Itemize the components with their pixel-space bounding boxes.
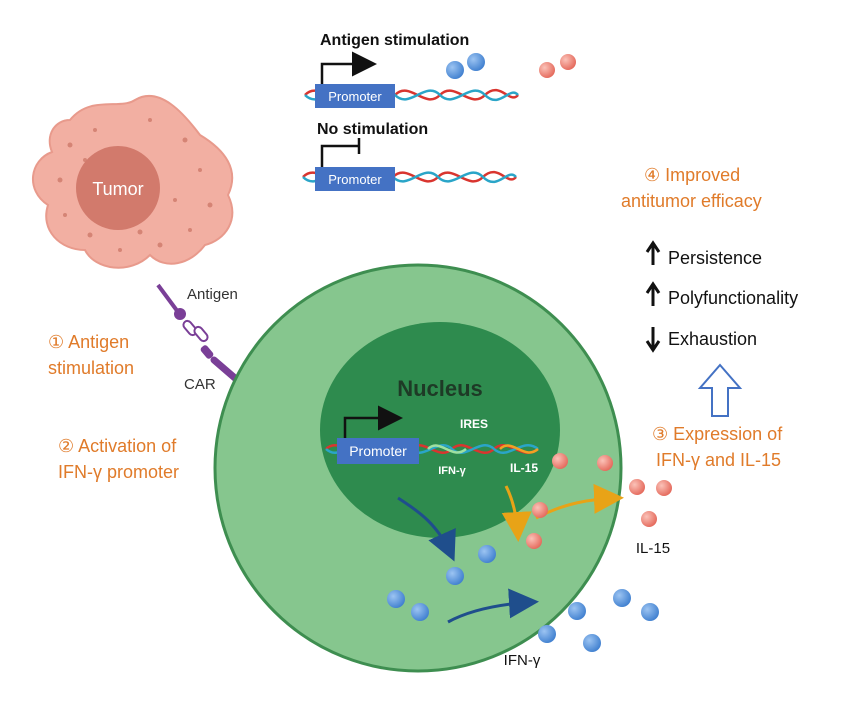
nucleus-ifn-label: IFN-γ — [438, 465, 466, 477]
svg-text:Persistence: Persistence — [668, 248, 762, 268]
svg-text:Exhaustion: Exhaustion — [668, 329, 757, 349]
svg-text:antitumor efficacy: antitumor efficacy — [621, 191, 762, 211]
svg-text:④ Improved: ④ Improved — [644, 165, 740, 185]
il15-ball-top-2 — [560, 54, 576, 70]
svg-text:① Antigen: ① Antigen — [48, 332, 129, 352]
promoter-label-top: Promoter — [328, 89, 382, 104]
blocked-promoter-arrow — [320, 144, 359, 170]
il15-ball-top-1 — [539, 62, 555, 78]
svg-text:③ Expression of: ③ Expression of — [652, 424, 783, 444]
nucleus-il15-label: IL-15 — [510, 461, 538, 475]
ifn-secretion-arrow — [447, 588, 539, 624]
svg-text:② Activation of: ② Activation of — [58, 436, 177, 456]
arrow-up-icon — [645, 240, 661, 265]
outcomes-list: Persistence Polyfunctionality Exhaustion — [645, 240, 798, 353]
nucleus-promoter-box — [337, 438, 419, 464]
promoter-box-top — [315, 84, 395, 108]
promoter-label-bottom: Promoter — [328, 172, 382, 187]
il15-balls — [526, 453, 672, 549]
svg-text:Polyfunctionality: Polyfunctionality — [668, 288, 798, 308]
antigen-stalk — [156, 283, 180, 314]
step-4-label: ④ Improved antitumor efficacy — [621, 165, 762, 211]
outcome-exhaustion: Exhaustion — [645, 327, 757, 353]
ifn-balls — [387, 545, 659, 652]
no-stimulation-title: No stimulation — [317, 121, 428, 138]
outcome-persistence: Persistence — [645, 240, 762, 268]
tumor-core — [76, 146, 160, 230]
nucleus-promoter-arrow — [343, 405, 403, 440]
nucleus-promoter-label: Promoter — [349, 443, 407, 459]
arrow-up-icon — [645, 281, 661, 306]
promoter-box-bottom — [315, 167, 395, 191]
il15-export-arrow — [501, 485, 532, 542]
svg-text:IFN-γ and IL-15: IFN-γ and IL-15 — [656, 450, 781, 470]
svg-text:IFN-γ promoter: IFN-γ promoter — [58, 462, 179, 482]
secreted-il15-label: IL-15 — [636, 540, 670, 557]
outcome-polyfunctionality: Polyfunctionality — [645, 281, 798, 308]
antigen-head — [174, 308, 186, 320]
car-label: CAR — [184, 376, 216, 393]
tumor-label: Tumor — [92, 179, 143, 199]
car-t-cell: Nucleus Promoter IRES IFN-γ IL-15 — [213, 263, 672, 673]
nucleus-body — [320, 322, 560, 538]
ires-label: IRES — [460, 417, 488, 431]
hollow-arrow-up-icon — [697, 363, 743, 417]
step-3-label: ③ Expression of IFN-γ and IL-15 — [652, 424, 783, 470]
promoter-panel: Antigen stimulation Promoter No stimulat… — [302, 32, 576, 191]
secreted-ifn-label: IFN-γ — [504, 652, 541, 669]
car-domain-2 — [193, 325, 209, 343]
antigen-stimulation-title: Antigen stimulation — [320, 32, 469, 49]
car-hinge — [200, 345, 214, 359]
step-1-label: ① Antigen stimulation — [48, 332, 134, 378]
arrow-down-icon — [645, 327, 661, 353]
active-promoter-arrow — [320, 51, 377, 90]
step-2-label: ② Activation of IFN-γ promoter — [58, 436, 179, 482]
nucleus-label: Nucleus — [397, 376, 483, 401]
svg-text:stimulation: stimulation — [48, 358, 134, 378]
ifn-export-arrow — [397, 496, 456, 562]
antigen-label: Antigen — [187, 286, 238, 303]
tumor-cell: Tumor — [32, 94, 234, 269]
ifn-ball-top-2 — [467, 53, 485, 71]
ifn-ball-top-1 — [446, 61, 464, 79]
